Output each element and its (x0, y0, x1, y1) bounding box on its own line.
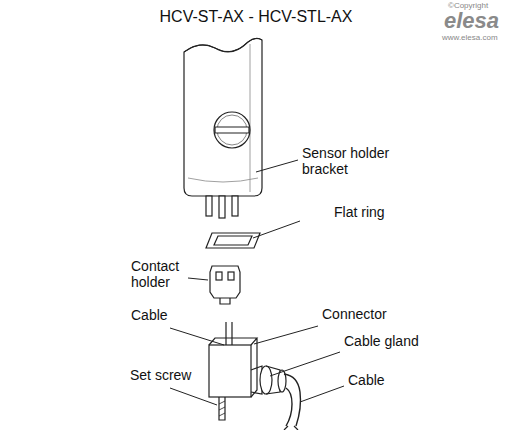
part-label: Connector (322, 306, 412, 322)
part-label: Flat ring (334, 204, 414, 220)
watermark: www.elesa.com (442, 33, 508, 43)
part-label: Contact holder (131, 258, 187, 290)
part-label: Set screw (130, 367, 210, 383)
part-label: Sensor holder bracket (302, 145, 402, 177)
watermark-logo: elesa (444, 9, 510, 33)
title: HCV-ST-AX - HCV-STL-AX (0, 8, 512, 26)
part-label: Cable (348, 372, 408, 388)
part-label: Cable (131, 307, 191, 323)
part-label: Cable gland (344, 333, 444, 349)
